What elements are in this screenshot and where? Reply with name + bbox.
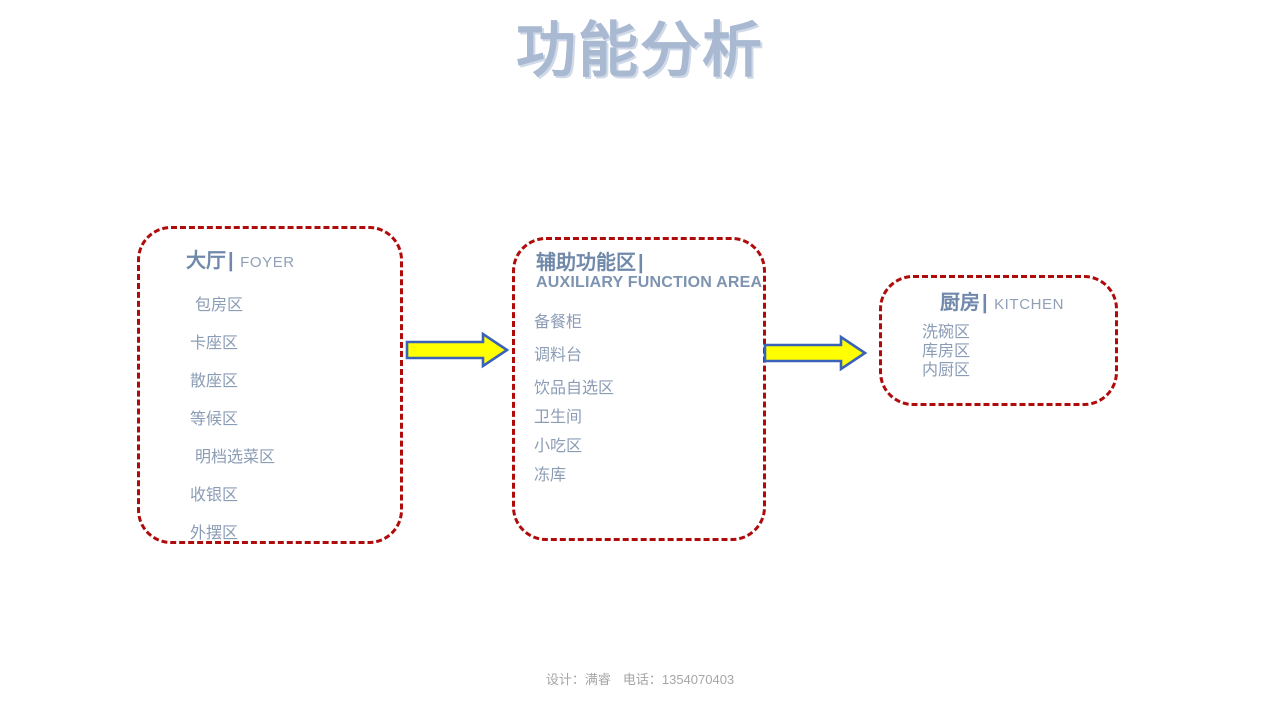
zone-item: 收银区 <box>190 487 239 504</box>
zone-heading-auxiliary-separator: | <box>638 252 644 274</box>
zone-heading-kitchen: 厨房| KITCHEN <box>940 292 1064 315</box>
zone-heading-auxiliary-en: AUXILIARY FUNCTION AREA <box>536 274 763 291</box>
zone-item-list-auxiliary: 备餐柜 调料台 饮品自选区 卫生间 小吃区 冻库 <box>534 313 614 495</box>
zone-heading-foyer-cn: 大厅 <box>186 250 226 272</box>
footer-phone-number: 1354070403 <box>661 672 735 687</box>
zone-heading-auxiliary-line1: 辅助功能区| <box>536 252 762 275</box>
footer-credit: 设计：满睿电话：1354070403 <box>0 669 1280 688</box>
zone-item-list-foyer: 包房区 卡座区 散座区 等候区 明档选菜区 收银区 外摆区 <box>190 296 275 562</box>
zone-item: 等候区 <box>190 411 239 428</box>
footer-designer-name: 满睿 <box>584 672 611 687</box>
footer-designer-label: 设计： <box>545 672 585 687</box>
zone-item: 库房区 <box>922 343 971 360</box>
zone-item-list-kitchen: 洗碗区 库房区 内厨区 <box>922 323 970 380</box>
zone-item: 备餐柜 <box>534 314 583 331</box>
flow-arrow-aux-to-kitchen <box>763 334 868 377</box>
zone-item: 洗碗区 <box>922 324 971 341</box>
flow-arrow-foyer-to-aux <box>405 331 510 374</box>
zone-item: 内厨区 <box>922 362 971 379</box>
zone-heading-foyer-separator: | <box>228 250 234 272</box>
zone-item: 卡座区 <box>190 335 239 352</box>
zone-heading-auxiliary-cn: 辅助功能区 <box>536 252 636 274</box>
zone-box-auxiliary <box>512 237 766 541</box>
zone-item: 卫生间 <box>534 409 583 426</box>
page-title: 功能分析 <box>516 17 764 84</box>
zone-heading-auxiliary: 辅助功能区| AUXILIARY FUNCTION AREA <box>536 252 762 292</box>
zone-item: 冻库 <box>534 467 567 484</box>
right-arrow-icon <box>405 331 510 369</box>
zone-heading-foyer-en: FOYER <box>240 254 295 271</box>
zone-item: 散座区 <box>190 373 239 390</box>
zone-heading-kitchen-cn: 厨房 <box>940 292 980 314</box>
zone-item: 小吃区 <box>534 438 583 455</box>
zone-box-foyer <box>137 226 403 544</box>
zone-box-kitchen <box>879 275 1118 406</box>
zone-heading-kitchen-separator: | <box>982 292 988 314</box>
zone-item: 调料台 <box>534 347 583 364</box>
right-arrow-icon <box>763 334 868 372</box>
zone-item: 明档选菜区 <box>195 449 276 466</box>
zone-heading-foyer: 大厅| FOYER <box>186 250 295 273</box>
zone-item: 外摆区 <box>190 525 239 542</box>
zone-item: 包房区 <box>195 297 244 314</box>
footer-phone-label: 电话： <box>622 672 662 687</box>
zone-item: 饮品自选区 <box>534 380 615 397</box>
zone-heading-kitchen-en: KITCHEN <box>994 296 1065 313</box>
